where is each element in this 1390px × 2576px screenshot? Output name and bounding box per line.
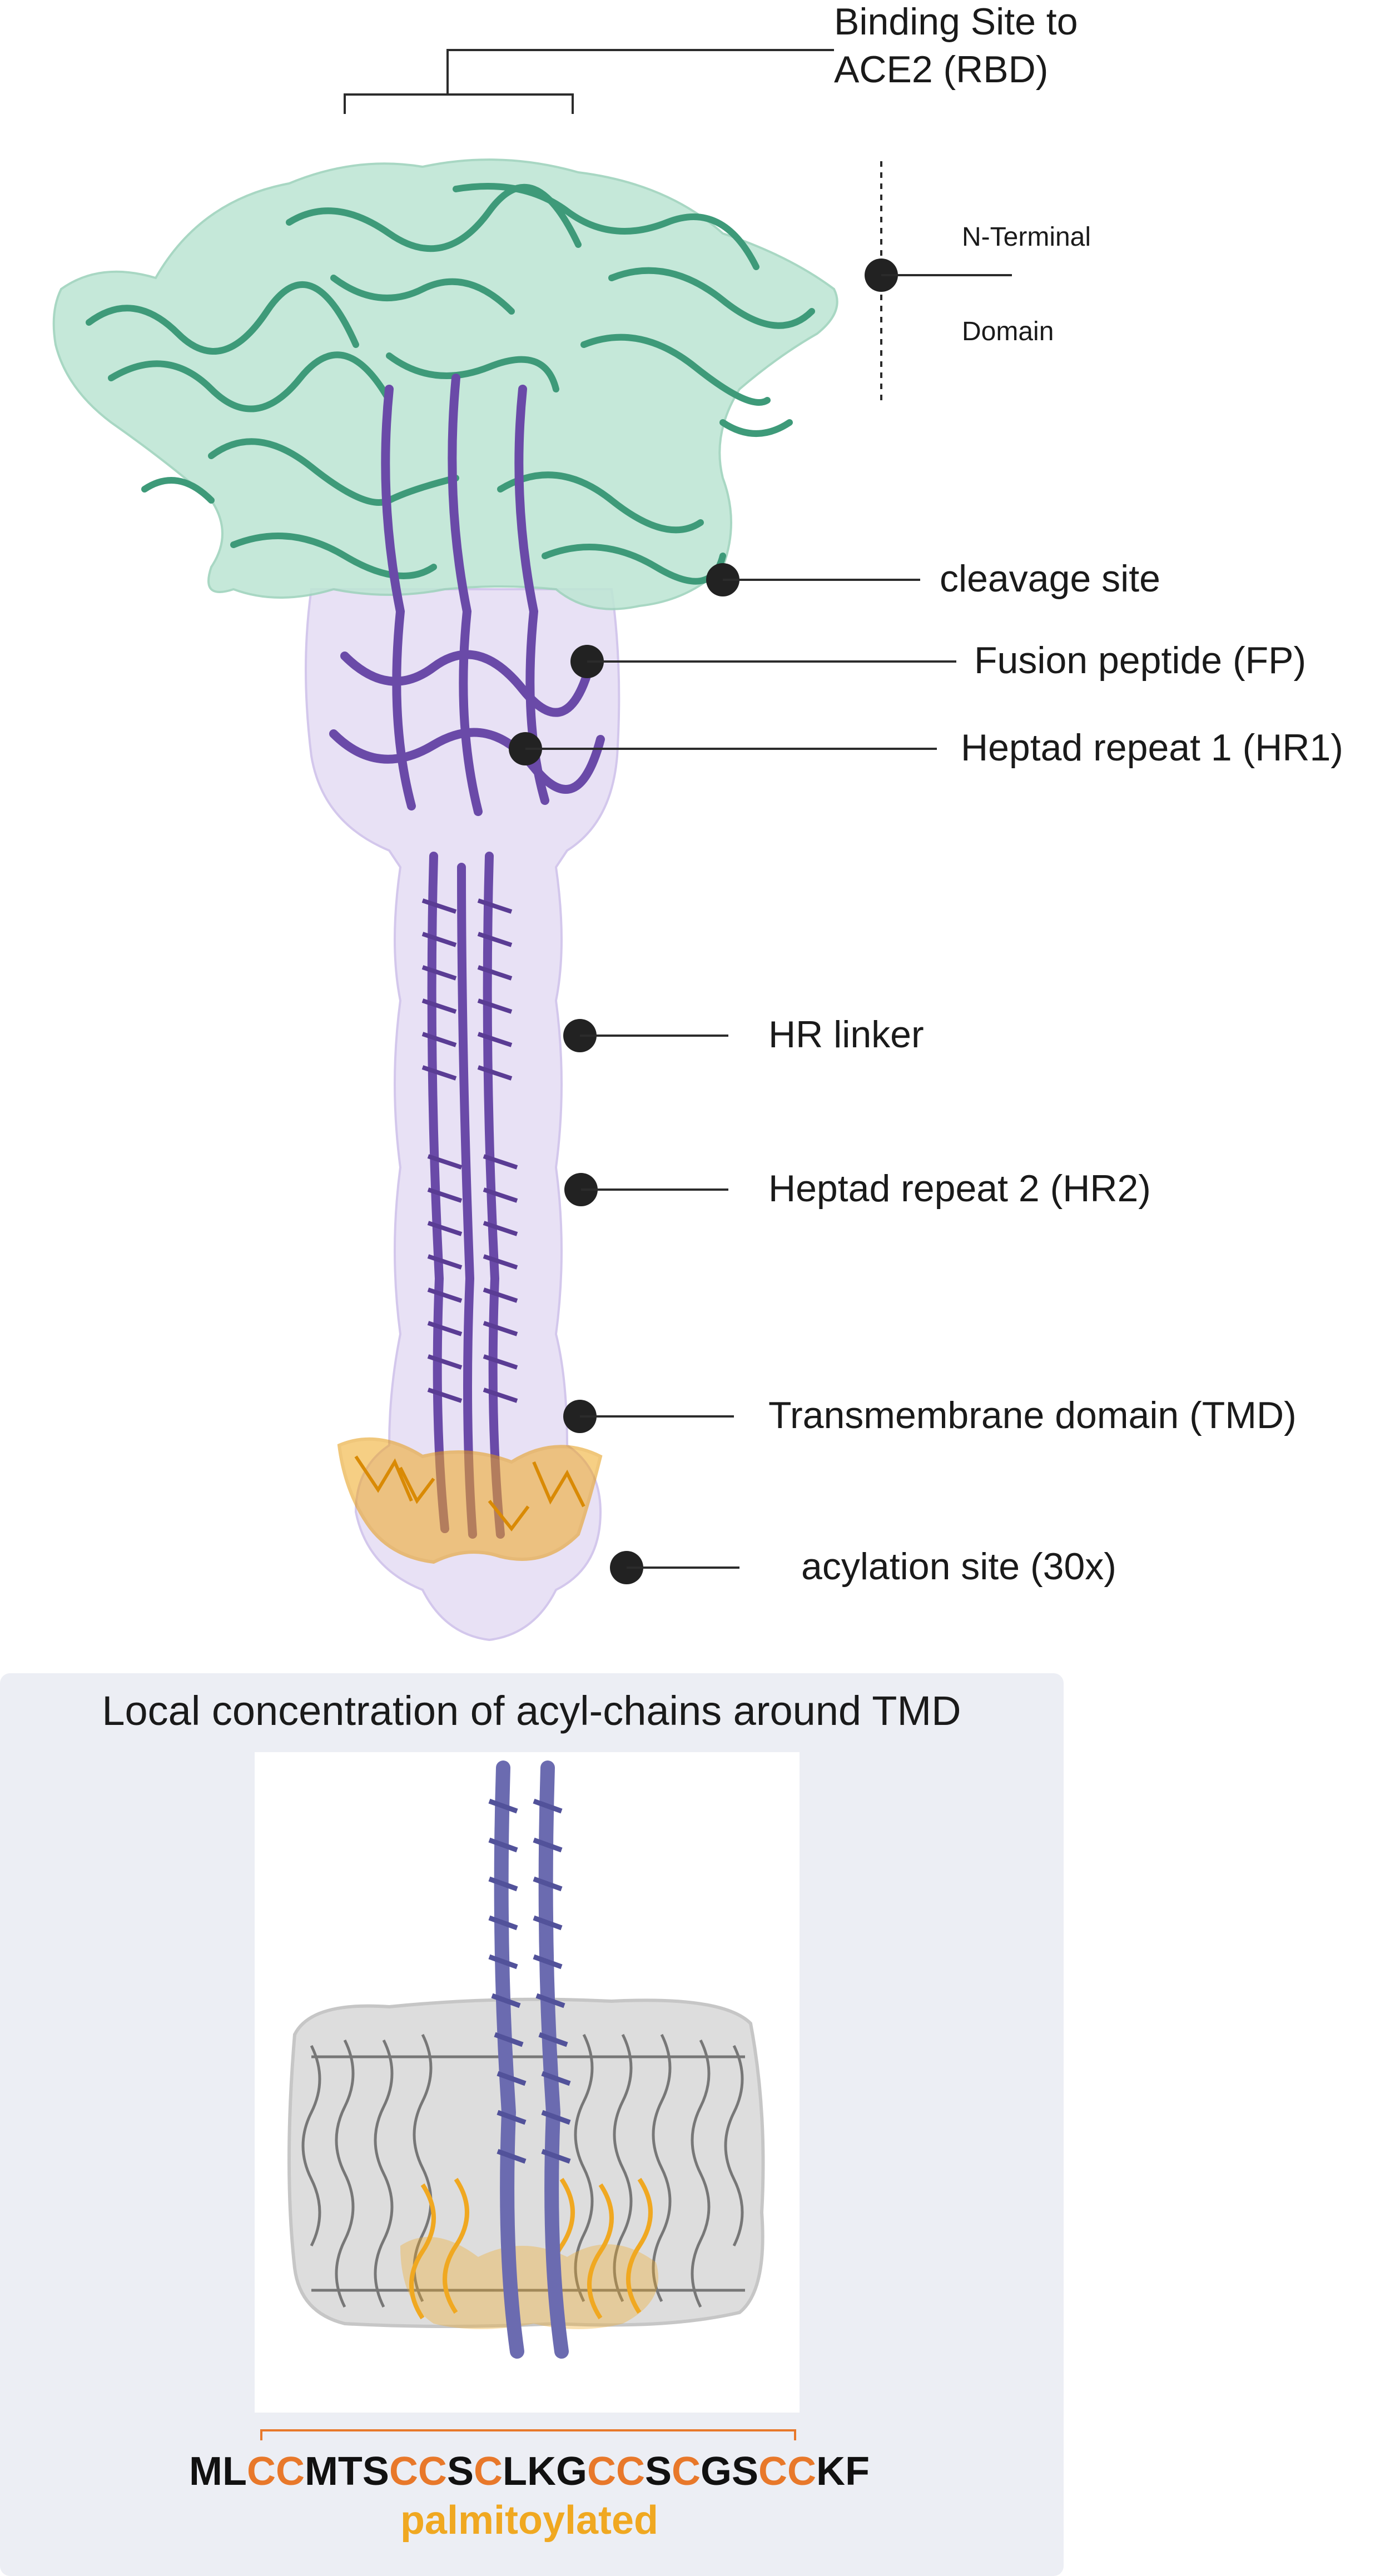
palmitoylated-label: palmitoylated — [400, 2498, 658, 2543]
sequence-residues: LKG — [503, 2449, 587, 2494]
rbd-label-line1: Binding Site to — [834, 1, 1078, 43]
sequence-residues: KF — [816, 2449, 870, 2494]
n-terminal-label-line1: N-Terminal — [962, 222, 1091, 252]
sequence-residues: GS — [701, 2449, 758, 2494]
spike-protein-model — [52, 158, 838, 1642]
acyl-chain-cluster — [337, 1437, 603, 1564]
sequence-palmitoyl-cysteine: C — [672, 2449, 701, 2494]
sequence-residues: S — [447, 2449, 474, 2494]
inset-title: Local concentration of acyl-chains aroun… — [102, 1688, 961, 1734]
sequence-palmitoyl-cysteine: C — [474, 2449, 503, 2494]
membrane-surface — [287, 1997, 765, 2328]
membrane-lipid-lines — [301, 2033, 745, 2308]
sequence-residues: MTS — [305, 2449, 389, 2494]
fusion-peptide-label: Fusion peptide (FP) — [974, 639, 1306, 682]
cleavage-site-label: cleavage site — [940, 558, 1160, 600]
sequence-residues: S — [645, 2449, 672, 2494]
acylation-site-label: acylation site (30x) — [801, 1545, 1116, 1588]
hr1-label: Heptad repeat 1 (HR1) — [961, 727, 1343, 769]
sequence-palmitoyl-cysteine: CC — [247, 2449, 305, 2494]
sequence-palmitoyl-cysteine: CC — [389, 2449, 447, 2494]
inset-helix-turns — [488, 1798, 571, 2164]
tmd-sequence: MLCCMTSCCSCLKGCCSCGSCCKF — [189, 2449, 870, 2494]
sequence-bracket — [260, 2429, 796, 2440]
acyl-chain-lines — [354, 1455, 585, 1531]
rbd-bracket — [344, 49, 834, 114]
rbd-label-line2: ACE2 (RBD) — [834, 48, 1048, 91]
n-terminal-ribbons — [86, 183, 815, 585]
inset-acyl-surface — [400, 2237, 658, 2329]
tmd-label: Transmembrane domain (TMD) — [768, 1394, 1297, 1436]
hr2-label: Heptad repeat 2 (HR2) — [768, 1167, 1151, 1210]
sequence-palmitoyl-cysteine: CC — [587, 2449, 645, 2494]
inset-tmd-helices — [494, 1761, 569, 2359]
hr-linker-label: HR linker — [768, 1013, 924, 1056]
sequence-residues: ML — [189, 2449, 247, 2494]
n-terminal-label-line2: Domain — [962, 317, 1054, 346]
stalk-helix-turns — [421, 898, 518, 1403]
sequence-palmitoyl-cysteine: CC — [758, 2449, 816, 2494]
inset-panel: Local concentration of acyl-chains aroun… — [0, 1673, 1064, 2576]
